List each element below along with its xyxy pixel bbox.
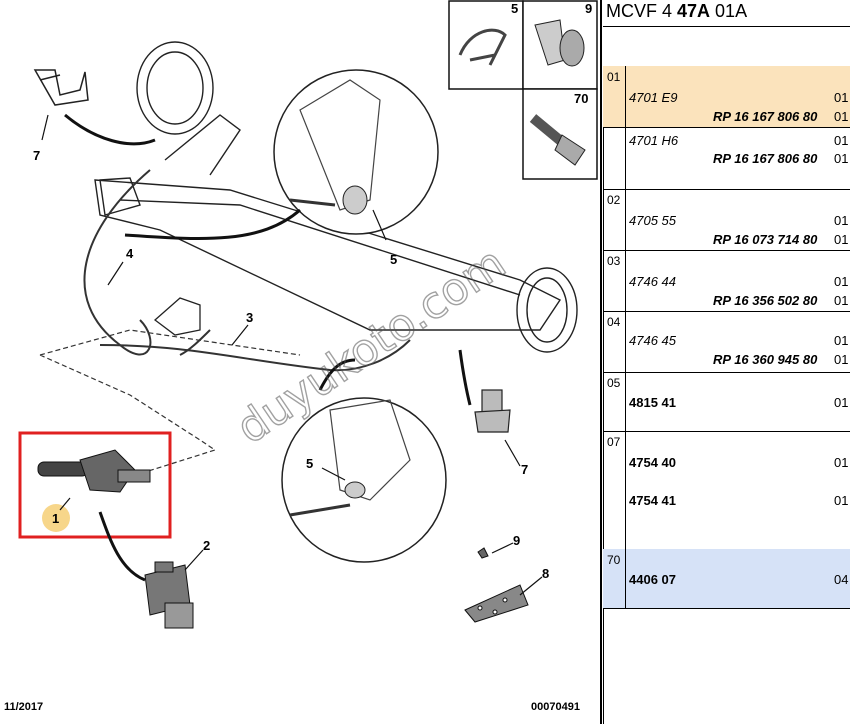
part-7-bracket-right <box>474 389 511 433</box>
qty-cell: 01 <box>834 133 849 148</box>
group-cell: 70 <box>603 549 626 608</box>
inset-9-label: 9 <box>585 1 592 16</box>
callout-8: 8 <box>542 566 549 581</box>
callout-7-right: 7 <box>521 462 528 477</box>
callout-5-bottom: 5 <box>306 456 313 471</box>
ref-cell: 4815 41 <box>629 395 676 410</box>
part-7-bracket-top <box>33 69 89 106</box>
qty-cell: 01 <box>834 151 849 166</box>
part-2-sensor <box>144 561 194 629</box>
cable-bracket <box>153 297 201 336</box>
qty-cell: 04 <box>834 572 849 587</box>
ref-cell: 4746 45 <box>629 333 676 348</box>
qty-cell: 01 <box>834 493 849 508</box>
ref-cell: 4701 E9 <box>629 90 678 105</box>
rp-cell: RP 16 167 806 80 <box>713 109 818 124</box>
rp-cell: RP 16 073 714 80 <box>713 232 818 247</box>
qty-cell: 01 <box>834 395 849 410</box>
hand-brake-lever <box>37 449 151 493</box>
inset-5-label: 5 <box>511 1 518 16</box>
group-cell: 04 <box>603 311 626 372</box>
table-row[interactable]: 05 4815 41 01 <box>603 372 850 432</box>
part-8-plate <box>464 584 529 623</box>
qty-cell: 01 <box>834 352 849 367</box>
rp-cell: RP 16 360 945 80 <box>713 352 818 367</box>
qty-cell: 01 <box>834 274 849 289</box>
detail-circle-bottom <box>281 397 447 563</box>
table-row[interactable]: 02 4705 55 01 RP 16 073 714 80 01 <box>603 189 850 251</box>
inset-part-70 <box>522 88 598 180</box>
callout-1-badge <box>42 504 70 532</box>
qty-cell: 01 <box>834 232 849 247</box>
callout-7-top: 7 <box>33 148 40 163</box>
title-prefix: MCVF 4 <box>606 1 678 21</box>
footer-date: 11/2017 <box>4 701 44 713</box>
part-9-screw <box>477 547 489 559</box>
callout-9-bottom: 9 <box>513 533 520 548</box>
parts-table <box>603 26 850 724</box>
table-row[interactable]: 01 4701 E9 01 RP 16 167 806 80 01 <box>603 66 850 128</box>
qty-cell: 01 <box>834 109 849 124</box>
table-row[interactable]: 07 4754 40 01 4754 41 01 <box>603 431 850 550</box>
group-cell: 01 <box>603 66 626 127</box>
inset-part-5 <box>448 0 524 90</box>
group-cell: 05 <box>603 372 626 431</box>
table-row[interactable]: 03 4746 44 01 RP 16 356 502 80 01 <box>603 250 850 312</box>
ref-cell: 4746 44 <box>629 274 676 289</box>
detail-circle-top <box>273 69 439 235</box>
callout-5-top: 5 <box>390 252 397 267</box>
group-cell: 02 <box>603 189 626 250</box>
table-header-row <box>603 26 850 68</box>
rp-cell: RP 16 356 502 80 <box>713 293 818 308</box>
group-cell <box>603 127 626 189</box>
title-group: 47A <box>677 1 711 21</box>
qty-cell: 01 <box>834 333 849 348</box>
qty-cell: 01 <box>834 90 849 105</box>
callout-3: 3 <box>246 310 253 325</box>
ref-cell: 4754 40 <box>629 455 676 470</box>
table-row[interactable]: 70 4406 07 04 <box>603 549 850 609</box>
group-cell: 07 <box>603 431 626 549</box>
title-suffix: 01A <box>710 1 748 21</box>
lever-highlight-box <box>18 431 172 539</box>
leader-lines <box>64 113 472 582</box>
cable-route-dashed <box>39 329 301 481</box>
ref-cell: 4754 41 <box>629 493 676 508</box>
inset-part-9 <box>522 0 598 90</box>
table-row[interactable]: 04 4746 45 01 RP 16 360 945 80 01 <box>603 311 850 373</box>
table-row[interactable]: 4701 H6 01 RP 16 167 806 80 01 <box>603 127 850 190</box>
ref-cell: 4406 07 <box>629 572 676 587</box>
rp-cell: RP 16 167 806 80 <box>713 151 818 166</box>
page-title: MCVF 4 47A 01A <box>606 1 747 22</box>
inset-70-label: 70 <box>574 91 588 106</box>
group-cell: 03 <box>603 250 626 311</box>
callout-leaders <box>41 114 543 596</box>
callout-4: 4 <box>126 246 134 261</box>
qty-cell: 01 <box>834 213 849 228</box>
callout-2: 2 <box>203 538 210 553</box>
qty-cell: 01 <box>834 455 849 470</box>
qty-cell: 01 <box>834 293 849 308</box>
callout-1: 1 <box>52 511 59 526</box>
column-separator <box>600 0 602 724</box>
footer-code: 00070491 <box>531 701 580 713</box>
ref-cell: 4701 H6 <box>629 133 679 148</box>
ref-cell: 4705 55 <box>629 213 676 228</box>
brake-cables <box>83 169 411 372</box>
